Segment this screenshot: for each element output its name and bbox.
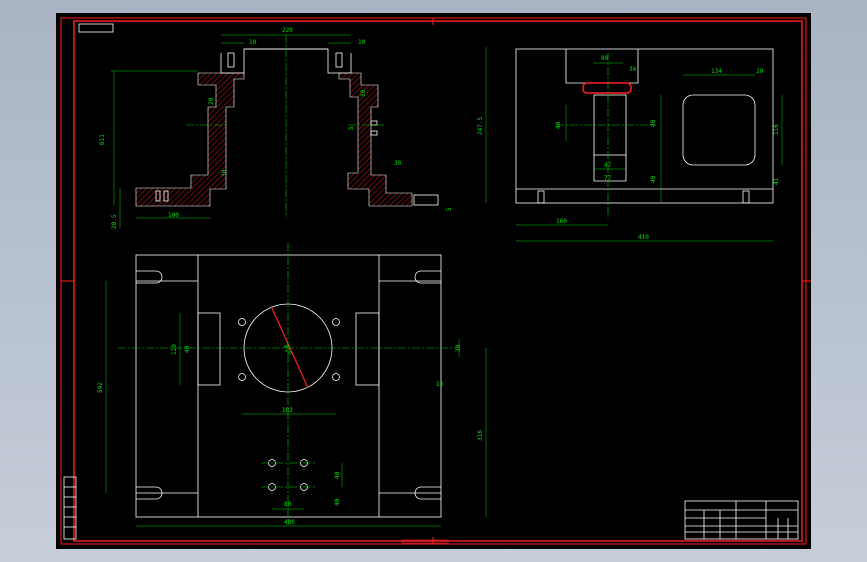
top-right-block (355, 312, 380, 386)
dim-right-slot: 13 (436, 381, 444, 388)
dim-neck: 47 (604, 162, 612, 169)
dim-top-overall-width: 480 (284, 519, 295, 526)
dim-left-block: 120 (171, 344, 178, 355)
dim-step-left: 30 (221, 169, 228, 177)
top-hole-1 (238, 318, 246, 326)
dim-bottom-margin: 41 (773, 177, 780, 185)
side-outline (515, 48, 774, 204)
top-hole-4 (332, 373, 340, 381)
top-uslot-tl (136, 270, 163, 284)
title-block[interactable] (684, 500, 799, 540)
dim-slot-width: 80 (601, 55, 609, 62)
dim-foot-width: 100 (168, 212, 179, 219)
side-neck-low (593, 155, 627, 182)
dim-neck-bottom: 77 (604, 175, 612, 182)
top-uslot-tr (414, 270, 441, 284)
dim-mid-h: 40 (650, 119, 657, 127)
top-uslot-bl (136, 486, 163, 500)
dim-hole-pitch: 182 (282, 407, 293, 414)
top-outline (135, 254, 442, 518)
front-right-wall (338, 72, 413, 207)
top-hole-2 (332, 318, 340, 326)
dim-window-right: 20 (756, 68, 764, 75)
dim-gap: 5 (446, 207, 453, 211)
dim-inner-r: 30 (360, 89, 367, 97)
dim-top-overall-depth: 592 (97, 382, 104, 393)
front-bolt-rib-1 (370, 120, 378, 126)
revision-strip (63, 476, 77, 540)
dim-right-slot: 10 (358, 39, 366, 46)
front-bolt-foot-l2 (163, 190, 169, 202)
side-window (682, 94, 756, 166)
side-view: 80 34 134 20 116 41 40 40 40 47 77 160 4… (515, 48, 783, 242)
front-bolt-right (335, 52, 343, 68)
drawing-canvas: 220 10 10 611 247.5 20.5 100 30 30 5 30 … (60, 17, 811, 545)
top-uslot-br (414, 486, 441, 500)
top-view: Ø10 182 480 592 120 40 30 13 316 80 40 4 (97, 243, 487, 527)
dim-left-slot: 10 (249, 39, 257, 46)
dim-bottom-small: 40 (334, 471, 341, 479)
dim-inner-left: 20 (208, 97, 215, 105)
side-red-slot (582, 82, 632, 94)
front-bolt-left (227, 52, 235, 68)
side-bolt-right (742, 190, 750, 204)
front-bolt-foot-l1 (155, 190, 161, 202)
dim-left-small: 40 (184, 345, 191, 353)
title-block-frame (684, 500, 799, 540)
dim-left-h: 40 (555, 121, 562, 129)
dim-window-height: 116 (773, 124, 780, 135)
dim-wall: 5 (348, 126, 355, 130)
revision-strip-frame (63, 476, 77, 540)
dim-slot-right: 34 (629, 66, 637, 73)
dim-right-depth: 316 (477, 430, 484, 441)
code-box (78, 23, 114, 33)
top-left-block (197, 312, 221, 386)
dim-low-h: 40 (650, 175, 657, 183)
front-view: 220 10 10 611 247.5 20.5 100 30 30 5 30 … (99, 27, 487, 229)
dim-top-width: 220 (282, 27, 293, 34)
front-bolt-rib-2 (370, 130, 378, 136)
dim-overall-height: 247.5 (477, 117, 484, 135)
dim-rib: 30 (394, 160, 402, 167)
dim-right-small: 30 (455, 344, 462, 352)
dim-offset: 160 (556, 218, 567, 225)
dim-bottom-side: 40 (334, 498, 341, 506)
front-left-wall (135, 72, 245, 207)
drawing-sheet[interactable]: 220 10 10 611 247.5 20.5 100 30 30 5 30 … (56, 13, 811, 549)
dim-window-width: 134 (711, 68, 722, 75)
dim-height: 611 (99, 134, 106, 145)
bottom-scale-bar (401, 539, 449, 544)
front-foot-right-block (413, 194, 439, 206)
top-bore-leader (270, 305, 309, 389)
dim-base-thick: 20.5 (111, 214, 118, 229)
dim-bottom-pitch: 80 (284, 501, 292, 508)
top-hole-3 (238, 373, 246, 381)
dim-side-overall-width: 410 (638, 234, 649, 241)
side-bolt-left (537, 190, 545, 204)
dim-bore-dia: Ø10 (282, 344, 293, 357)
